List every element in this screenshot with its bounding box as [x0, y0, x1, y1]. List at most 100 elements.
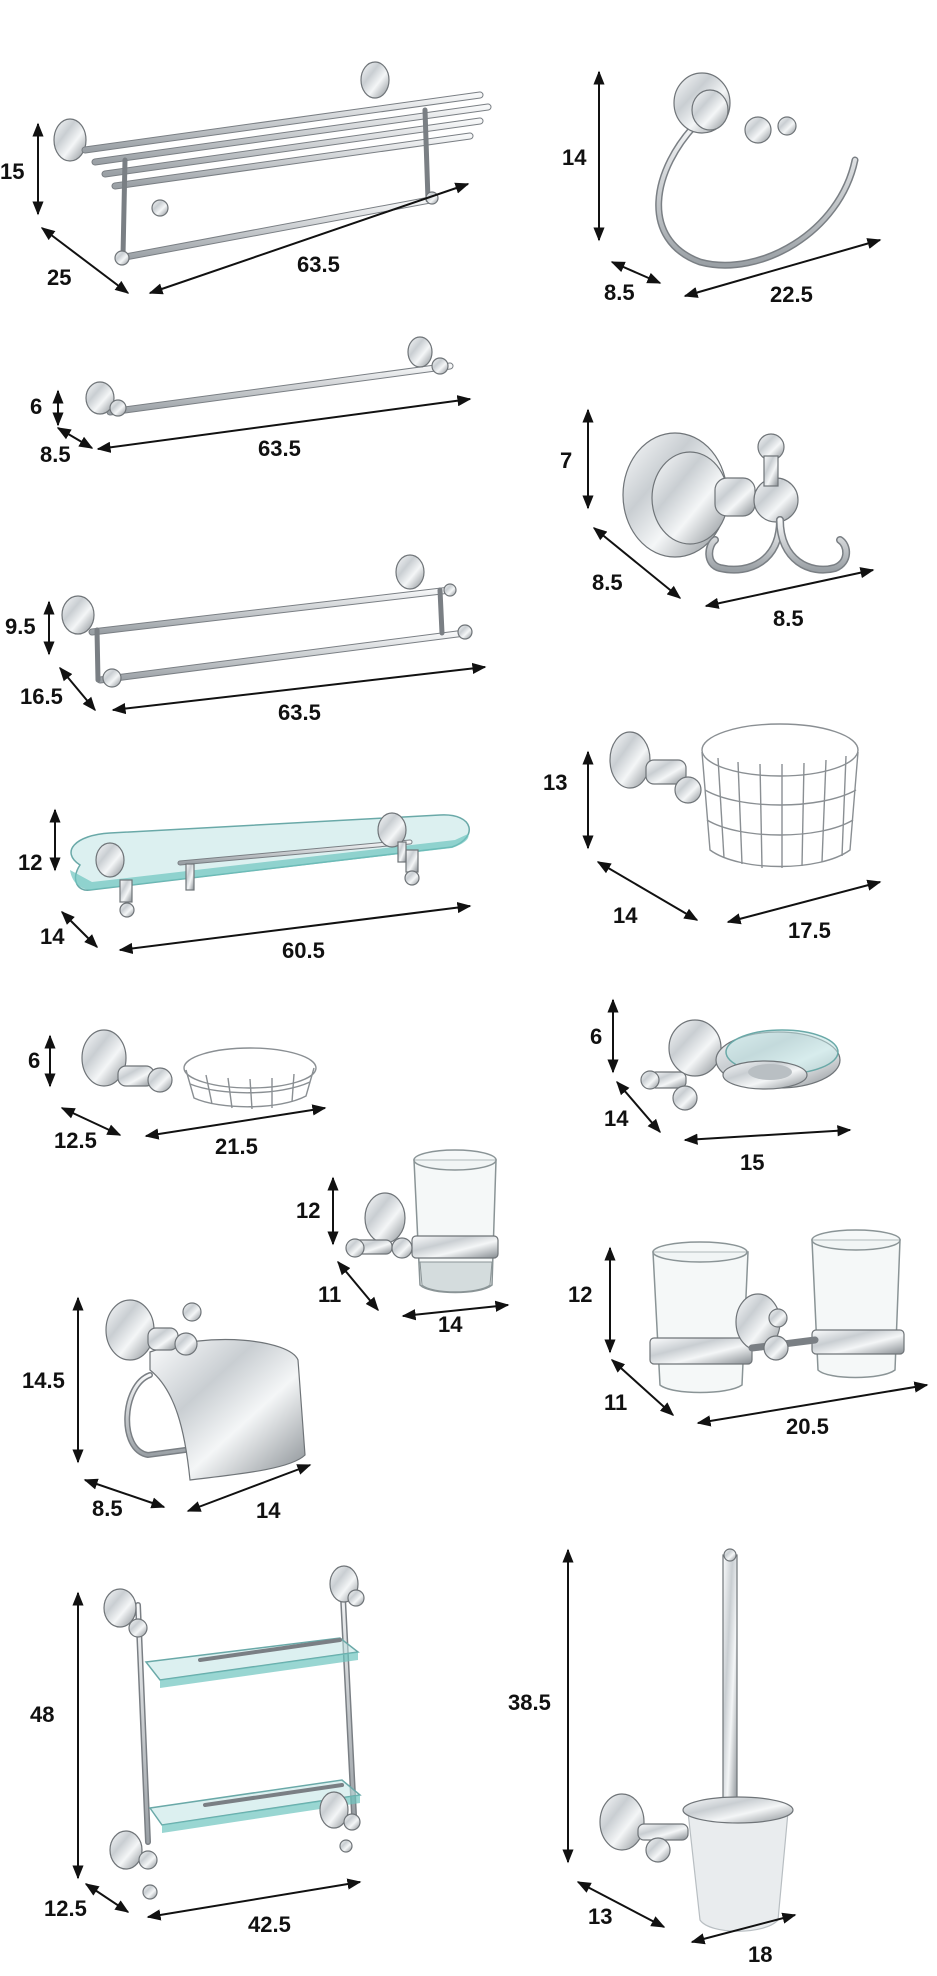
height-label: 12 [296, 1198, 320, 1223]
glass-shelf-dimensions: 12 14 60.5 [18, 808, 472, 963]
depth-label: 14 [40, 924, 65, 949]
single-towel-bar: 6 8.5 63.5 [30, 336, 472, 467]
soap-basket-drawing [81, 1029, 317, 1110]
height-label: 6 [30, 394, 42, 419]
soap-dish: 6 14 15 [590, 998, 852, 1175]
glass-shelf: 12 14 60.5 [18, 808, 472, 963]
width-arrow [96, 395, 472, 453]
paper-holder-dimensions: 14.5 8.5 14 [22, 1296, 312, 1523]
double-glass-shelf-dimensions: 48 12.5 42.5 [30, 1591, 362, 1937]
soap-basket: 6 12.5 21.5 [28, 1029, 327, 1159]
single-tumbler-holder: 12 11 14 [296, 1149, 510, 1337]
soap-basket-dimensions: 6 12.5 21.5 [28, 1034, 327, 1159]
width-label: 63.5 [258, 436, 301, 461]
single-tumbler-holder-drawing [345, 1149, 499, 1294]
towel-shelf: 15 25 63.5 [0, 61, 492, 295]
sponge-basket-drawing [609, 723, 859, 869]
width-label: 63.5 [297, 252, 340, 277]
towel-shelf-drawing [53, 61, 492, 266]
depth-label: 13 [588, 1904, 612, 1929]
double-glass-shelf-drawing [103, 1565, 365, 1900]
depth-label: 8.5 [92, 1496, 123, 1521]
depth-arrow [576, 1881, 666, 1928]
depth-label: 11 [604, 1390, 627, 1415]
width-label: 63.5 [278, 700, 321, 725]
depth-label: 11 [318, 1282, 341, 1307]
width-label: 18 [748, 1942, 772, 1967]
toilet-brush-holder-drawing [599, 1548, 794, 1932]
height-label: 13 [543, 770, 567, 795]
double-tumbler-holder: 12 11 20.5 [568, 1229, 929, 1439]
height-label: 6 [590, 1024, 602, 1049]
height-label: 12 [18, 850, 42, 875]
depth-arrow [616, 1080, 661, 1134]
depth-arrow [83, 1478, 166, 1509]
width-arrow [146, 1878, 362, 1921]
double-tumbler-holder-drawing [649, 1229, 905, 1394]
depth-label: 12.5 [54, 1128, 97, 1153]
height-label: 6 [28, 1048, 40, 1073]
single-towel-bar-dimensions: 6 8.5 63.5 [30, 389, 472, 467]
toilet-brush-holder: 38.5 13 18 [508, 1548, 797, 1967]
sponge-basket-dimensions: 13 14 17.5 [543, 750, 882, 943]
soap-dish-drawing [640, 1019, 841, 1111]
width-label: 15 [740, 1150, 764, 1175]
width-label: 17.5 [788, 918, 831, 943]
height-label: 15 [0, 159, 24, 184]
glass-shelf-drawing [70, 812, 470, 918]
width-label: 20.5 [786, 1414, 829, 1439]
double-glass-shelf: 48 12.5 42.5 [30, 1565, 365, 1937]
width-arrow [144, 1104, 327, 1140]
width-arrow [683, 238, 882, 298]
towel-ring: 14 8.5 22.5 [562, 70, 882, 307]
width-label: 14 [256, 1498, 281, 1523]
depth-arrow [56, 427, 94, 449]
width-arrow [401, 1300, 510, 1321]
double-towel-bar-dimensions: 9.5 16.5 63.5 [5, 600, 487, 725]
double-towel-bar-drawing [61, 554, 473, 688]
depth-arrow [40, 227, 130, 294]
width-arrow [690, 1912, 797, 1945]
width-arrow [186, 1464, 312, 1512]
depth-arrow [84, 1883, 130, 1913]
height-label: 14.5 [22, 1368, 65, 1393]
double-towel-bar: 9.5 16.5 63.5 [5, 554, 487, 725]
robe-hook-dimensions: 7 8.5 8.5 [560, 408, 875, 631]
sponge-basket: 13 14 17.5 [543, 723, 882, 943]
depth-label: 16.5 [20, 684, 63, 709]
width-label: 21.5 [215, 1134, 258, 1159]
depth-arrow [596, 861, 699, 921]
depth-label: 8.5 [592, 570, 623, 595]
width-arrow [726, 879, 882, 925]
height-label: 38.5 [508, 1690, 551, 1715]
depth-label: 12.5 [44, 1896, 87, 1921]
single-towel-bar-drawing [85, 336, 454, 417]
width-label: 14 [438, 1312, 463, 1337]
depth-arrow [60, 1107, 122, 1136]
paper-holder: 14.5 8.5 14 [22, 1296, 312, 1523]
depth-label: 8.5 [604, 280, 635, 305]
width-label: 8.5 [773, 606, 804, 631]
width-arrow [704, 567, 875, 609]
depth-arrow [59, 666, 96, 712]
towel-ring-drawing [655, 72, 859, 269]
width-arrow [696, 1381, 929, 1427]
height-label: 7 [560, 448, 572, 473]
paper-holder-drawing [105, 1299, 306, 1481]
height-label: 12 [568, 1282, 592, 1307]
depth-label: 8.5 [40, 442, 71, 467]
robe-hook: 7 8.5 8.5 [560, 408, 875, 631]
width-label: 22.5 [770, 282, 813, 307]
width-arrow [683, 1125, 852, 1145]
width-arrow [148, 182, 470, 295]
depth-label: 25 [47, 265, 71, 290]
width-label: 42.5 [248, 1912, 291, 1937]
toilet-brush-holder-dimensions: 38.5 13 18 [508, 1548, 797, 1967]
height-label: 14 [562, 145, 587, 170]
depth-arrow [61, 911, 98, 948]
height-label: 48 [30, 1702, 54, 1727]
depth-label: 14 [613, 903, 638, 928]
towel-ring-dimensions: 14 8.5 22.5 [562, 70, 882, 307]
towel-shelf-dimensions: 15 25 63.5 [0, 122, 470, 295]
